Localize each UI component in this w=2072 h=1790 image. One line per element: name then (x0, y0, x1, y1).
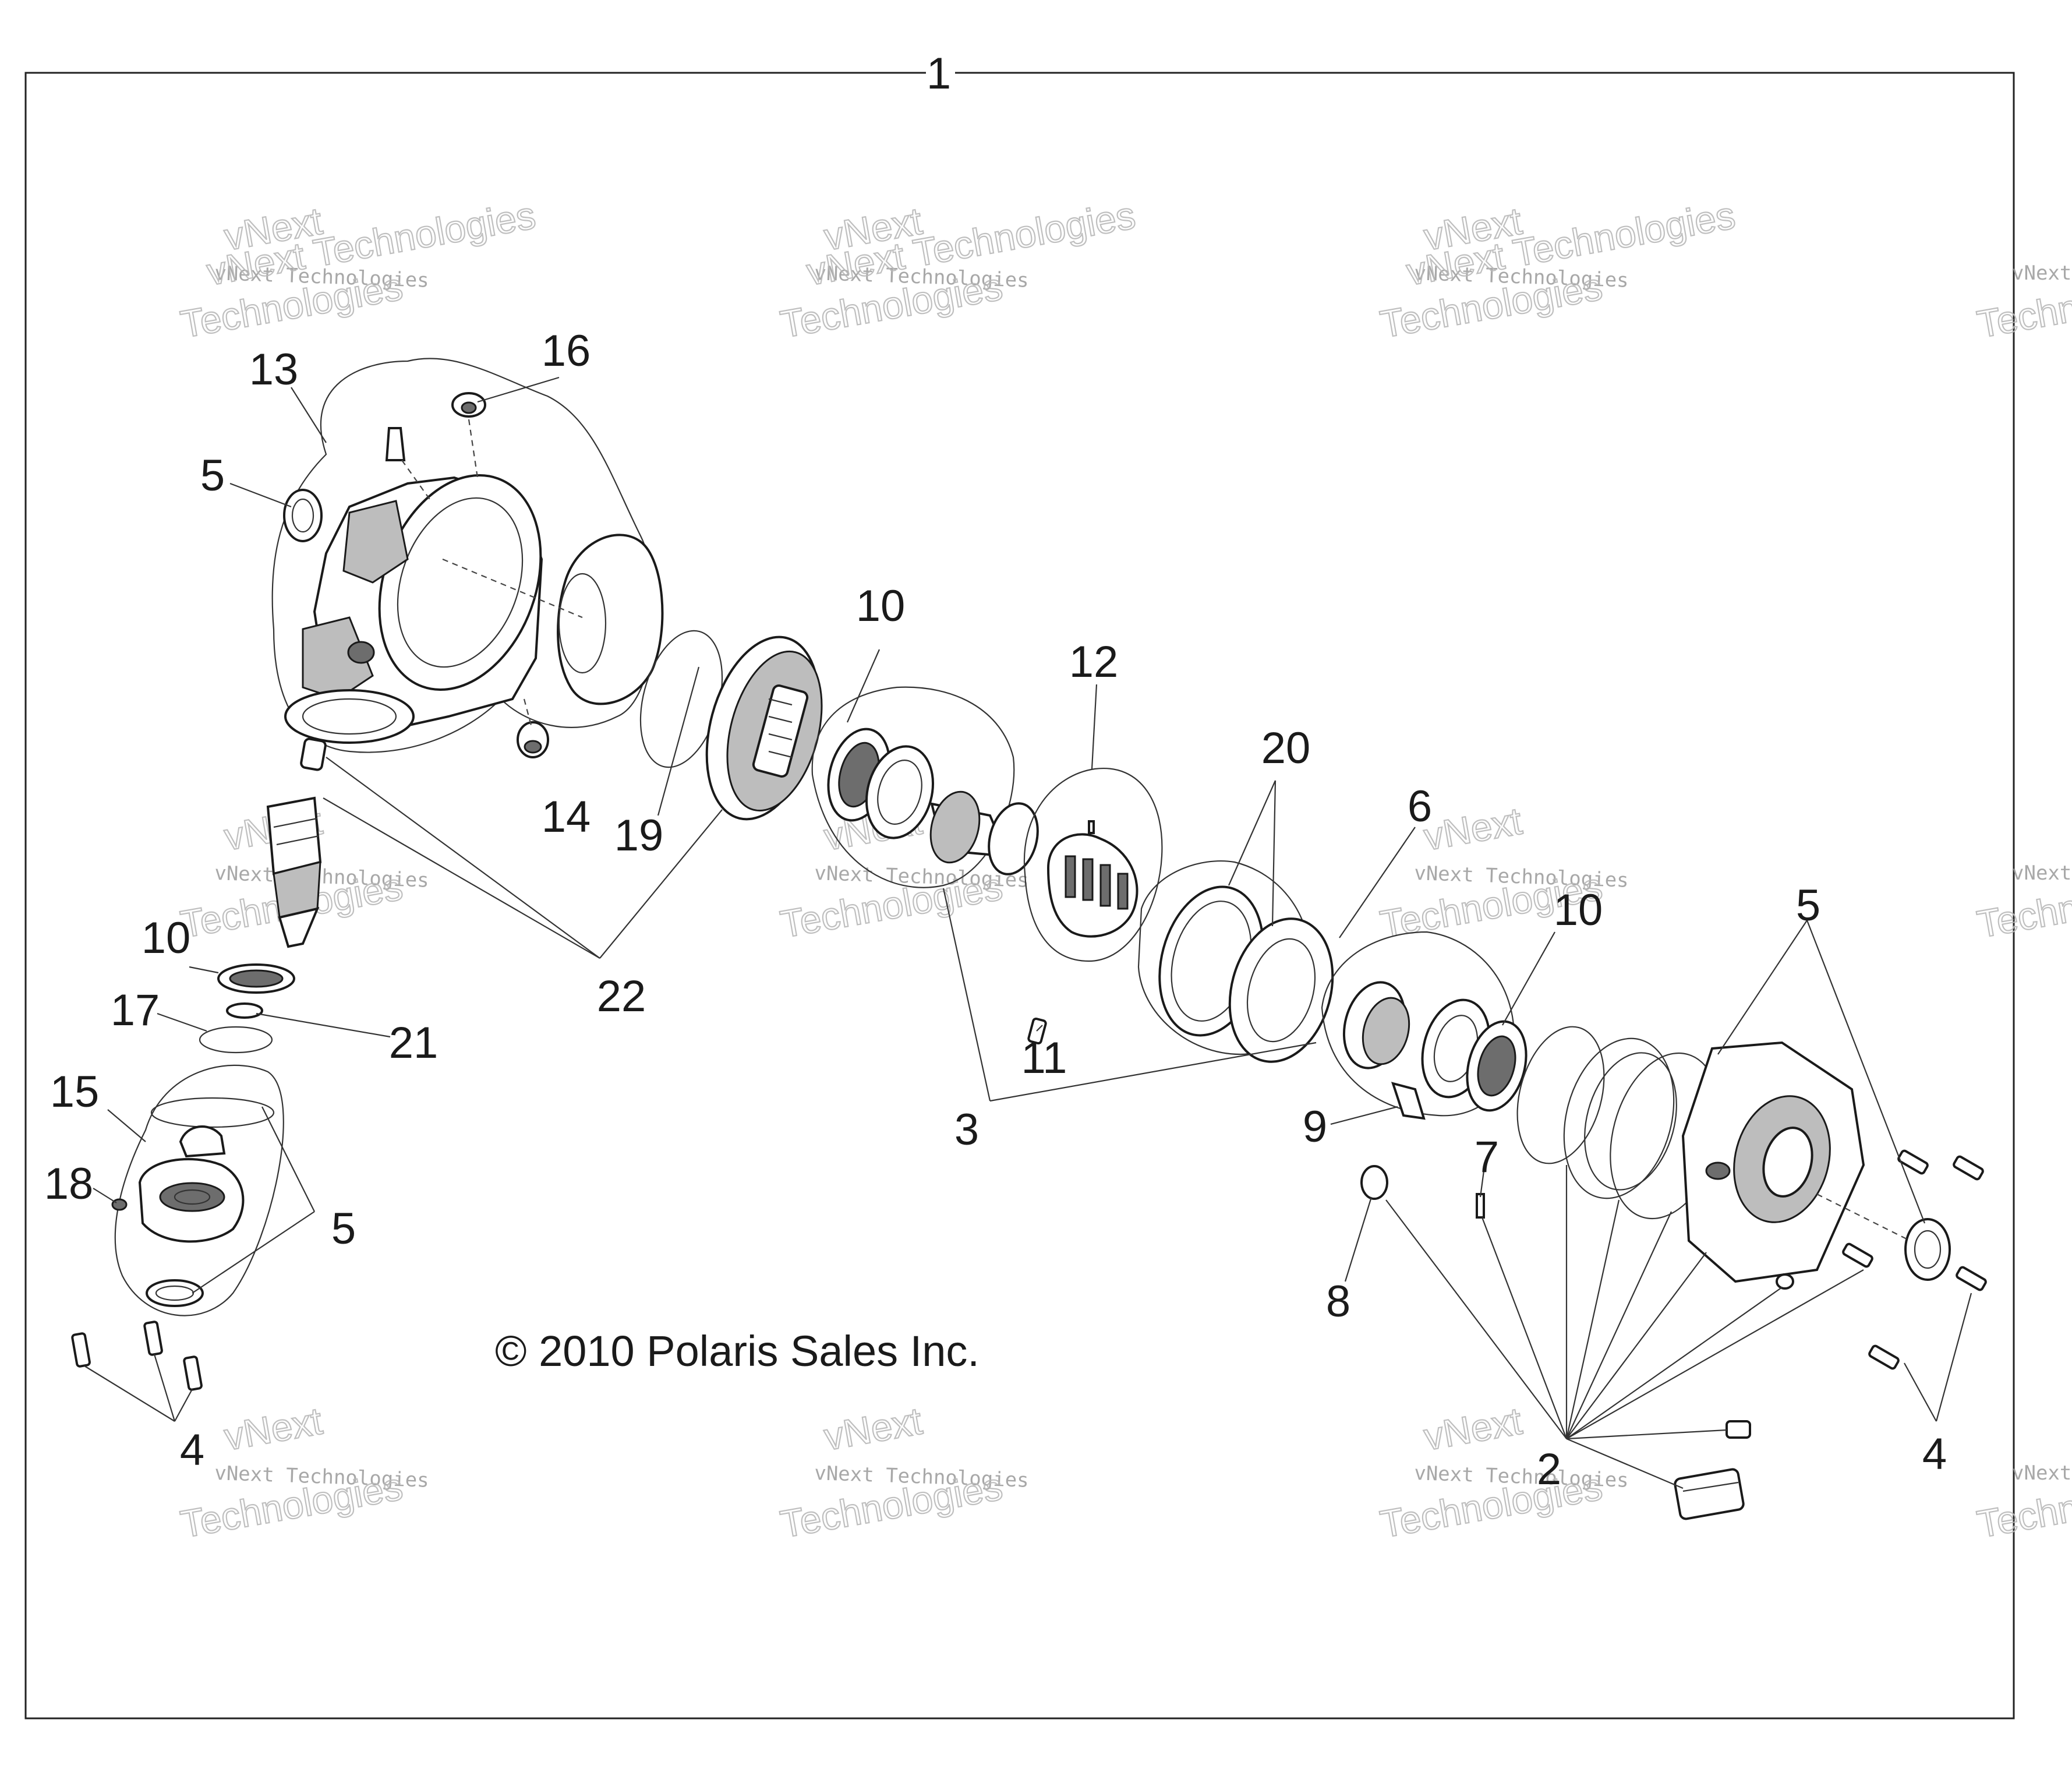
pinion-gear (266, 796, 322, 875)
callout-4-left[interactable]: 4 (180, 1425, 204, 1475)
coil (1563, 1037, 1675, 1199)
callout-1[interactable]: 1 (927, 49, 951, 98)
callout-4-right[interactable]: 4 (1922, 1429, 1947, 1479)
side-gear-hub (988, 802, 1039, 875)
assembly-frame (24, 72, 2015, 1720)
o-ring (1516, 1026, 1605, 1164)
seal-5-bottom (146, 1279, 204, 1307)
nut (1776, 1273, 1794, 1290)
callout-8[interactable]: 8 (1326, 1277, 1350, 1326)
callout-22[interactable]: 22 (597, 972, 646, 1021)
vent-fitting (385, 427, 406, 461)
watermark-text: vNext Technologies (2012, 1461, 2072, 1485)
cover-bore (1762, 1127, 1813, 1198)
armature-group (1137, 860, 1334, 1063)
housing-envelope-13 (271, 358, 655, 753)
callout-19[interactable]: 19 (614, 811, 664, 860)
watermark-text: vNext Technologies (2012, 862, 2072, 885)
callout-10[interactable]: 10 (856, 581, 906, 631)
housing-lower-boss (302, 616, 374, 700)
cage-pin (1088, 820, 1095, 834)
cage-group (1023, 767, 1163, 962)
callout-14[interactable]: 14 (542, 792, 591, 842)
copyright-text: © 2010 Polaris Sales Inc. (495, 1327, 980, 1375)
bolt (1868, 1344, 1900, 1370)
callout-17[interactable]: 17 (111, 986, 160, 1035)
bolts-4-left (71, 1321, 203, 1391)
callout-16[interactable]: 16 (542, 326, 591, 376)
ring-21 (226, 1002, 263, 1019)
right-cover-group (1360, 1026, 1951, 1520)
carrier-group (811, 686, 1039, 888)
bolt (1842, 1242, 1873, 1268)
callouts: 13 16 5 10 12 20 6 14 19 22 10 17 21 15 … (44, 326, 1947, 1494)
callout-13[interactable]: 13 (249, 345, 299, 394)
connector (1674, 1468, 1745, 1520)
sensor (1726, 1420, 1751, 1439)
bolt (1956, 1266, 1987, 1291)
watermark-text: vNext (1421, 1399, 1525, 1459)
roller (1082, 858, 1094, 901)
watermark-text: vNext (821, 1399, 925, 1459)
callout-10-left[interactable]: 10 (142, 913, 191, 963)
roller (1065, 855, 1076, 898)
pinion-seal-cup (179, 1125, 226, 1158)
callout-5-bottom[interactable]: 5 (331, 1204, 356, 1254)
callout-7[interactable]: 7 (1475, 1132, 1499, 1182)
callout-18[interactable]: 18 (44, 1159, 94, 1209)
housing-port (347, 641, 375, 664)
callout-20[interactable]: 20 (1261, 723, 1311, 773)
housing-pinion-seat (284, 689, 415, 744)
callout-12[interactable]: 12 (1069, 637, 1119, 687)
leader-lines (84, 376, 1972, 1489)
callout-2[interactable]: 2 (1537, 1445, 1561, 1494)
o-ring-5 (150, 1097, 275, 1128)
roller (1117, 873, 1129, 910)
bolts-4-right (1842, 1149, 1987, 1370)
bolt (1953, 1155, 1984, 1181)
callout-6[interactable]: 6 (1408, 782, 1432, 831)
callout-15[interactable]: 15 (50, 1067, 100, 1117)
pinion-housing-group (111, 1064, 284, 1316)
cage-envelope-12 (1023, 767, 1163, 962)
watermark-text: vNext (221, 1399, 326, 1459)
right-carrier-group (1321, 931, 1528, 1117)
housing-flange (342, 500, 409, 584)
callout-10-right[interactable]: 10 (1554, 885, 1603, 935)
cover-boss (1705, 1161, 1731, 1180)
plate-6 (1228, 917, 1334, 1063)
bracket-9 (1391, 1082, 1426, 1120)
pinion-shaft-tip (278, 907, 320, 948)
main-housing-group (271, 358, 664, 758)
pin-7 (1476, 1193, 1485, 1219)
pinion-housing-envelope-15 (114, 1064, 284, 1316)
snap-ring-17 (199, 1026, 273, 1054)
watermark-text: vNext Technologies (2012, 262, 2072, 285)
callout-9[interactable]: 9 (1303, 1102, 1327, 1152)
bolt (183, 1355, 203, 1391)
seal-5-right (1904, 1218, 1951, 1281)
pinion-group (199, 737, 327, 1054)
bearing-cup-sleeve (557, 534, 664, 705)
bolt (143, 1321, 163, 1356)
callout-5[interactable]: 5 (200, 451, 225, 500)
roller (1099, 864, 1111, 907)
bolt (71, 1332, 91, 1368)
ring-gear-group (639, 630, 823, 821)
bearing-race (865, 745, 935, 839)
callout-5-right[interactable]: 5 (1796, 881, 1820, 930)
bolt (1897, 1149, 1929, 1175)
callout-21[interactable]: 21 (389, 1018, 439, 1068)
watermark-text: vNext (1421, 799, 1525, 859)
seal-5-left (283, 489, 323, 542)
callout-3[interactable]: 3 (954, 1105, 979, 1155)
pinion-pin (300, 737, 327, 771)
plug-8 (1360, 1165, 1388, 1200)
callout-11[interactable]: 11 (1021, 1033, 1067, 1083)
ring-gear-hub (752, 684, 809, 778)
